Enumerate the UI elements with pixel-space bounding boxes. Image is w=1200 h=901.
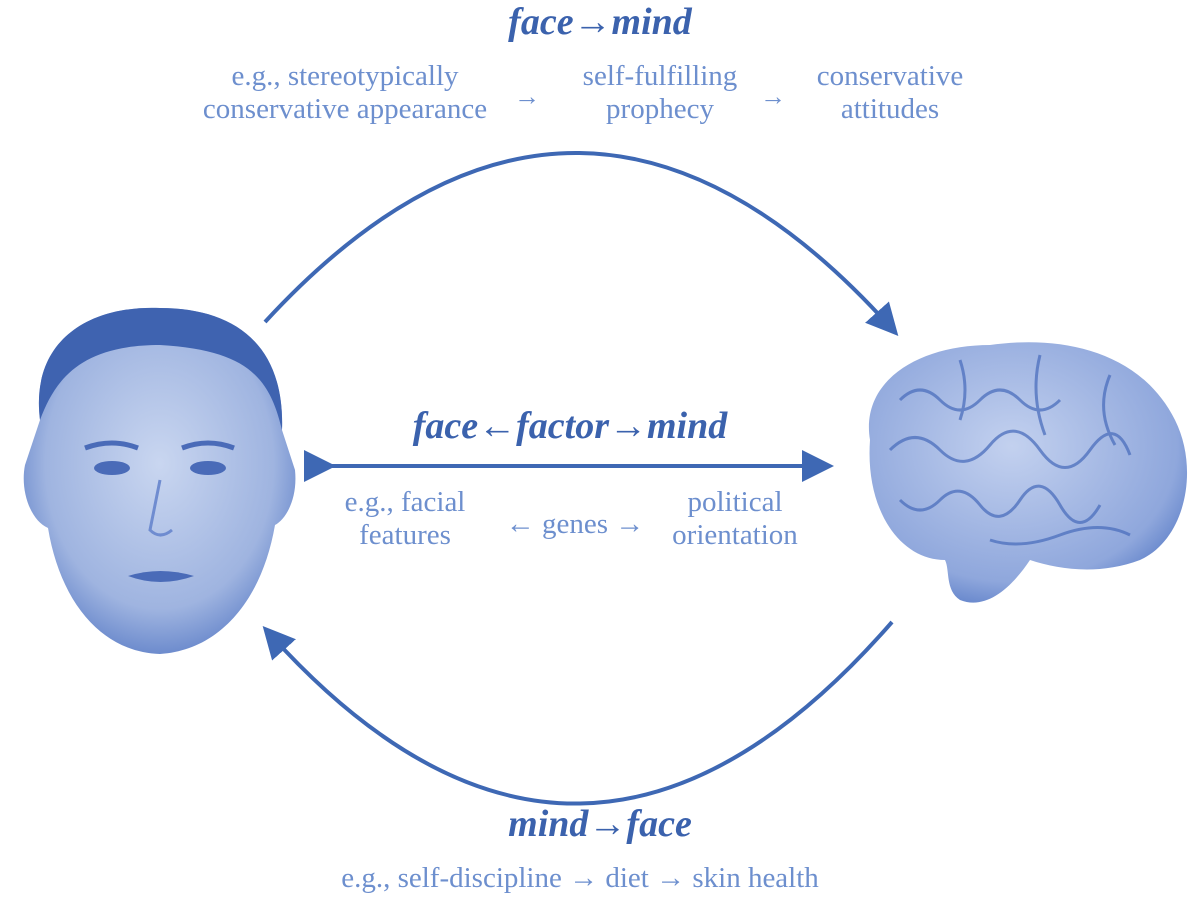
mind-to-face-example: e.g., self-discipline → diet → skin heal… <box>341 862 819 894</box>
step-arrow-1: → <box>514 82 540 111</box>
face-to-mind-title: face→mind <box>508 1 692 43</box>
factor-right-line-1: political <box>687 486 783 518</box>
factor-left-line-1: e.g., facial <box>344 486 466 518</box>
step-3-line-2: attitudes <box>840 93 940 125</box>
step-1-line-2: conservative appearance <box>202 93 488 125</box>
factor-center: ← genes → <box>505 508 645 540</box>
arrow-face-to-mind <box>263 151 899 336</box>
brain-image <box>868 342 1188 603</box>
mind-to-face-title: mind→face <box>508 803 692 845</box>
factor-left-line-2: features <box>359 519 451 551</box>
step-2-line-2: prophecy <box>606 93 714 125</box>
factor-left: e.g., facial features <box>320 486 490 552</box>
factor-right: political orientation <box>650 486 820 552</box>
step-2-line-1: self-fulfilling <box>582 60 738 92</box>
face-to-mind-step-2: self-fulfilling prophecy <box>560 60 760 126</box>
step-3-line-1: conservative <box>816 60 964 92</box>
face-to-mind-step-1: e.g., stereotypically conservative appea… <box>160 60 530 126</box>
face-to-mind-step-3: conservative attitudes <box>790 60 990 126</box>
step-arrow-2: → <box>760 82 786 111</box>
arrow-mind-to-face <box>262 620 894 806</box>
common-factor-title: face←factor→mind <box>412 405 728 447</box>
step-1-line-1: e.g., stereotypically <box>231 60 459 92</box>
factor-right-line-2: orientation <box>672 519 798 551</box>
face-image <box>23 307 296 654</box>
